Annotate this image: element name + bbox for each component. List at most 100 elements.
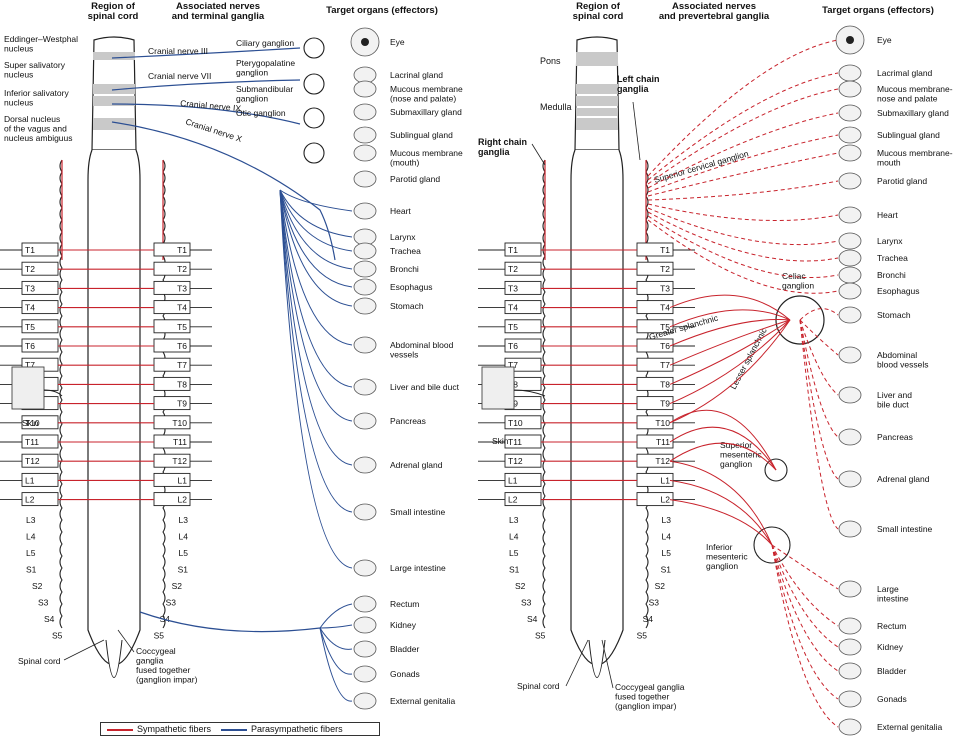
left-organ-icon xyxy=(354,261,376,277)
right-segment-plain-right: S3 xyxy=(649,597,660,607)
left-segment-label-right: T11 xyxy=(173,437,187,447)
right-postganglionic-dashed xyxy=(648,73,838,180)
right-organ-label: Esophagus xyxy=(877,286,920,296)
right-segment-plain-left: S1 xyxy=(509,564,520,574)
right-organ-label: Abdominalblood vessels xyxy=(877,350,929,370)
right-segment-label-right: T11 xyxy=(656,437,670,447)
right-segment-label-right: T3 xyxy=(660,283,670,293)
right-brain-band xyxy=(576,52,618,66)
right-organ-label: Bladder xyxy=(877,666,906,676)
left-organ-label: Liver and bile duct xyxy=(390,382,460,392)
left-segment-label-left: L1 xyxy=(25,475,35,485)
left-brain-band xyxy=(93,118,135,130)
left-organ-icon xyxy=(354,560,376,576)
left-segment-plain-right: S1 xyxy=(178,564,189,574)
left-organ-label: Esophagus xyxy=(390,282,433,292)
left-ganglion-label: Submandibularganglion xyxy=(236,84,293,104)
left-cranial-nerve-label: Cranial nerve VII xyxy=(148,71,211,81)
left-segment-label-right: T8 xyxy=(177,379,187,389)
left-organ-icon xyxy=(354,81,376,97)
right-celiac-dashed xyxy=(800,320,838,529)
right-inferior-mesenteric-dashed xyxy=(772,545,838,589)
right-postganglionic-dashed xyxy=(648,135,838,192)
left-organ-label: Adrenal gland xyxy=(390,460,443,470)
right-segment-plain-left: L5 xyxy=(509,548,519,558)
right-segment-plain-right: S1 xyxy=(661,564,672,574)
left-segment-label-right: T4 xyxy=(177,303,187,313)
right-organ-icon xyxy=(839,347,861,363)
left-segment-label-right: T12 xyxy=(172,456,187,466)
right-segment-label-right: T12 xyxy=(655,456,670,466)
left-segment-plain-left: S3 xyxy=(38,597,49,607)
right-brain-band xyxy=(576,96,618,106)
left-cord-tube xyxy=(88,150,140,665)
right-organ-icon xyxy=(839,387,861,403)
left-organ-label: Large intestine xyxy=(390,563,446,573)
left-organ-label: Parotid gland xyxy=(390,174,440,184)
right-organ-icon xyxy=(839,233,861,249)
left-ganglion-circle xyxy=(304,143,324,163)
left-organ-icon xyxy=(354,243,376,259)
right-postganglionic-dashed xyxy=(648,216,838,278)
right-segment-label-right: T6 xyxy=(660,341,670,351)
left-organ-icon xyxy=(354,203,376,219)
right-segment-plain-left: S5 xyxy=(535,630,546,640)
left-organ-label: Bronchi xyxy=(390,264,419,274)
right-segment-label-right: T9 xyxy=(660,399,670,409)
left-organ-icon xyxy=(354,641,376,657)
right-segment-label-right: T10 xyxy=(655,418,670,428)
right-brain-band xyxy=(576,108,618,116)
left-organ-icon xyxy=(354,379,376,395)
left-vagus-branch xyxy=(280,190,352,465)
right-organ-label: Parotid gland xyxy=(877,176,927,186)
right-organ-label: Trachea xyxy=(877,253,908,263)
right-organ-icon xyxy=(839,521,861,537)
left-ganglion-circle xyxy=(304,38,324,58)
left-segment-label-left: T11 xyxy=(25,437,39,447)
left-segment-plain-right: S5 xyxy=(154,630,165,640)
left-segment-label-left: T2 xyxy=(25,264,35,274)
right-spinal-cord-label: Spinal cord xyxy=(517,681,560,691)
left-vagus-branch xyxy=(280,190,352,421)
right-organ-icon xyxy=(839,145,861,161)
right-segment-plain-right: S4 xyxy=(643,614,654,624)
left-cranial-nerve-label: Cranial nerve X xyxy=(184,116,243,144)
left-organ-icon xyxy=(354,457,376,473)
left-ganglion-circle xyxy=(304,74,324,94)
right-segment-label-right: L2 xyxy=(661,495,671,505)
right-segment-plain-right: S5 xyxy=(637,630,648,640)
right-segment-plain-left: S4 xyxy=(527,614,538,624)
right-segment-label-left: T5 xyxy=(508,322,518,332)
left-vagus-branch xyxy=(280,190,352,568)
right-celiac-label: Celiacganglion xyxy=(782,271,814,291)
left-segment-label-right: T7 xyxy=(177,360,187,370)
right-segment-plain-left: S3 xyxy=(521,597,532,607)
right-segment-plain-right: S2 xyxy=(655,581,666,591)
right-postganglionic-dashed xyxy=(648,181,838,200)
left-vagus-branch xyxy=(280,190,352,269)
right-left-chain-pointer xyxy=(633,102,640,160)
right-celiac-dashed xyxy=(800,320,838,437)
right-organ-label: Gonads xyxy=(877,694,907,704)
left-organ-label: Mucous membrane(mouth) xyxy=(390,148,463,168)
right-segment-label-left: L2 xyxy=(508,495,518,505)
right-organ-icon xyxy=(839,663,861,679)
right-right-chain-label: Right chainganglia xyxy=(478,137,527,157)
right-segment-plain-right: L5 xyxy=(662,548,672,558)
right-organ-label: Heart xyxy=(877,210,898,220)
left-segment-label-right: T2 xyxy=(177,264,187,274)
left-segment-plain-right: S2 xyxy=(172,581,183,591)
right-organ-label: Bronchi xyxy=(877,270,906,280)
left-organ-icon xyxy=(354,145,376,161)
right-segment-label-left: T6 xyxy=(508,341,518,351)
right-segment-plain-right: L4 xyxy=(662,531,672,541)
left-organ-icon xyxy=(354,666,376,682)
legend: Sympathetic fibers Parasympathetic fiber… xyxy=(100,722,380,736)
right-organ-icon xyxy=(839,719,861,735)
left-spinal-cord xyxy=(88,37,140,678)
left-organ-icon xyxy=(354,298,376,314)
